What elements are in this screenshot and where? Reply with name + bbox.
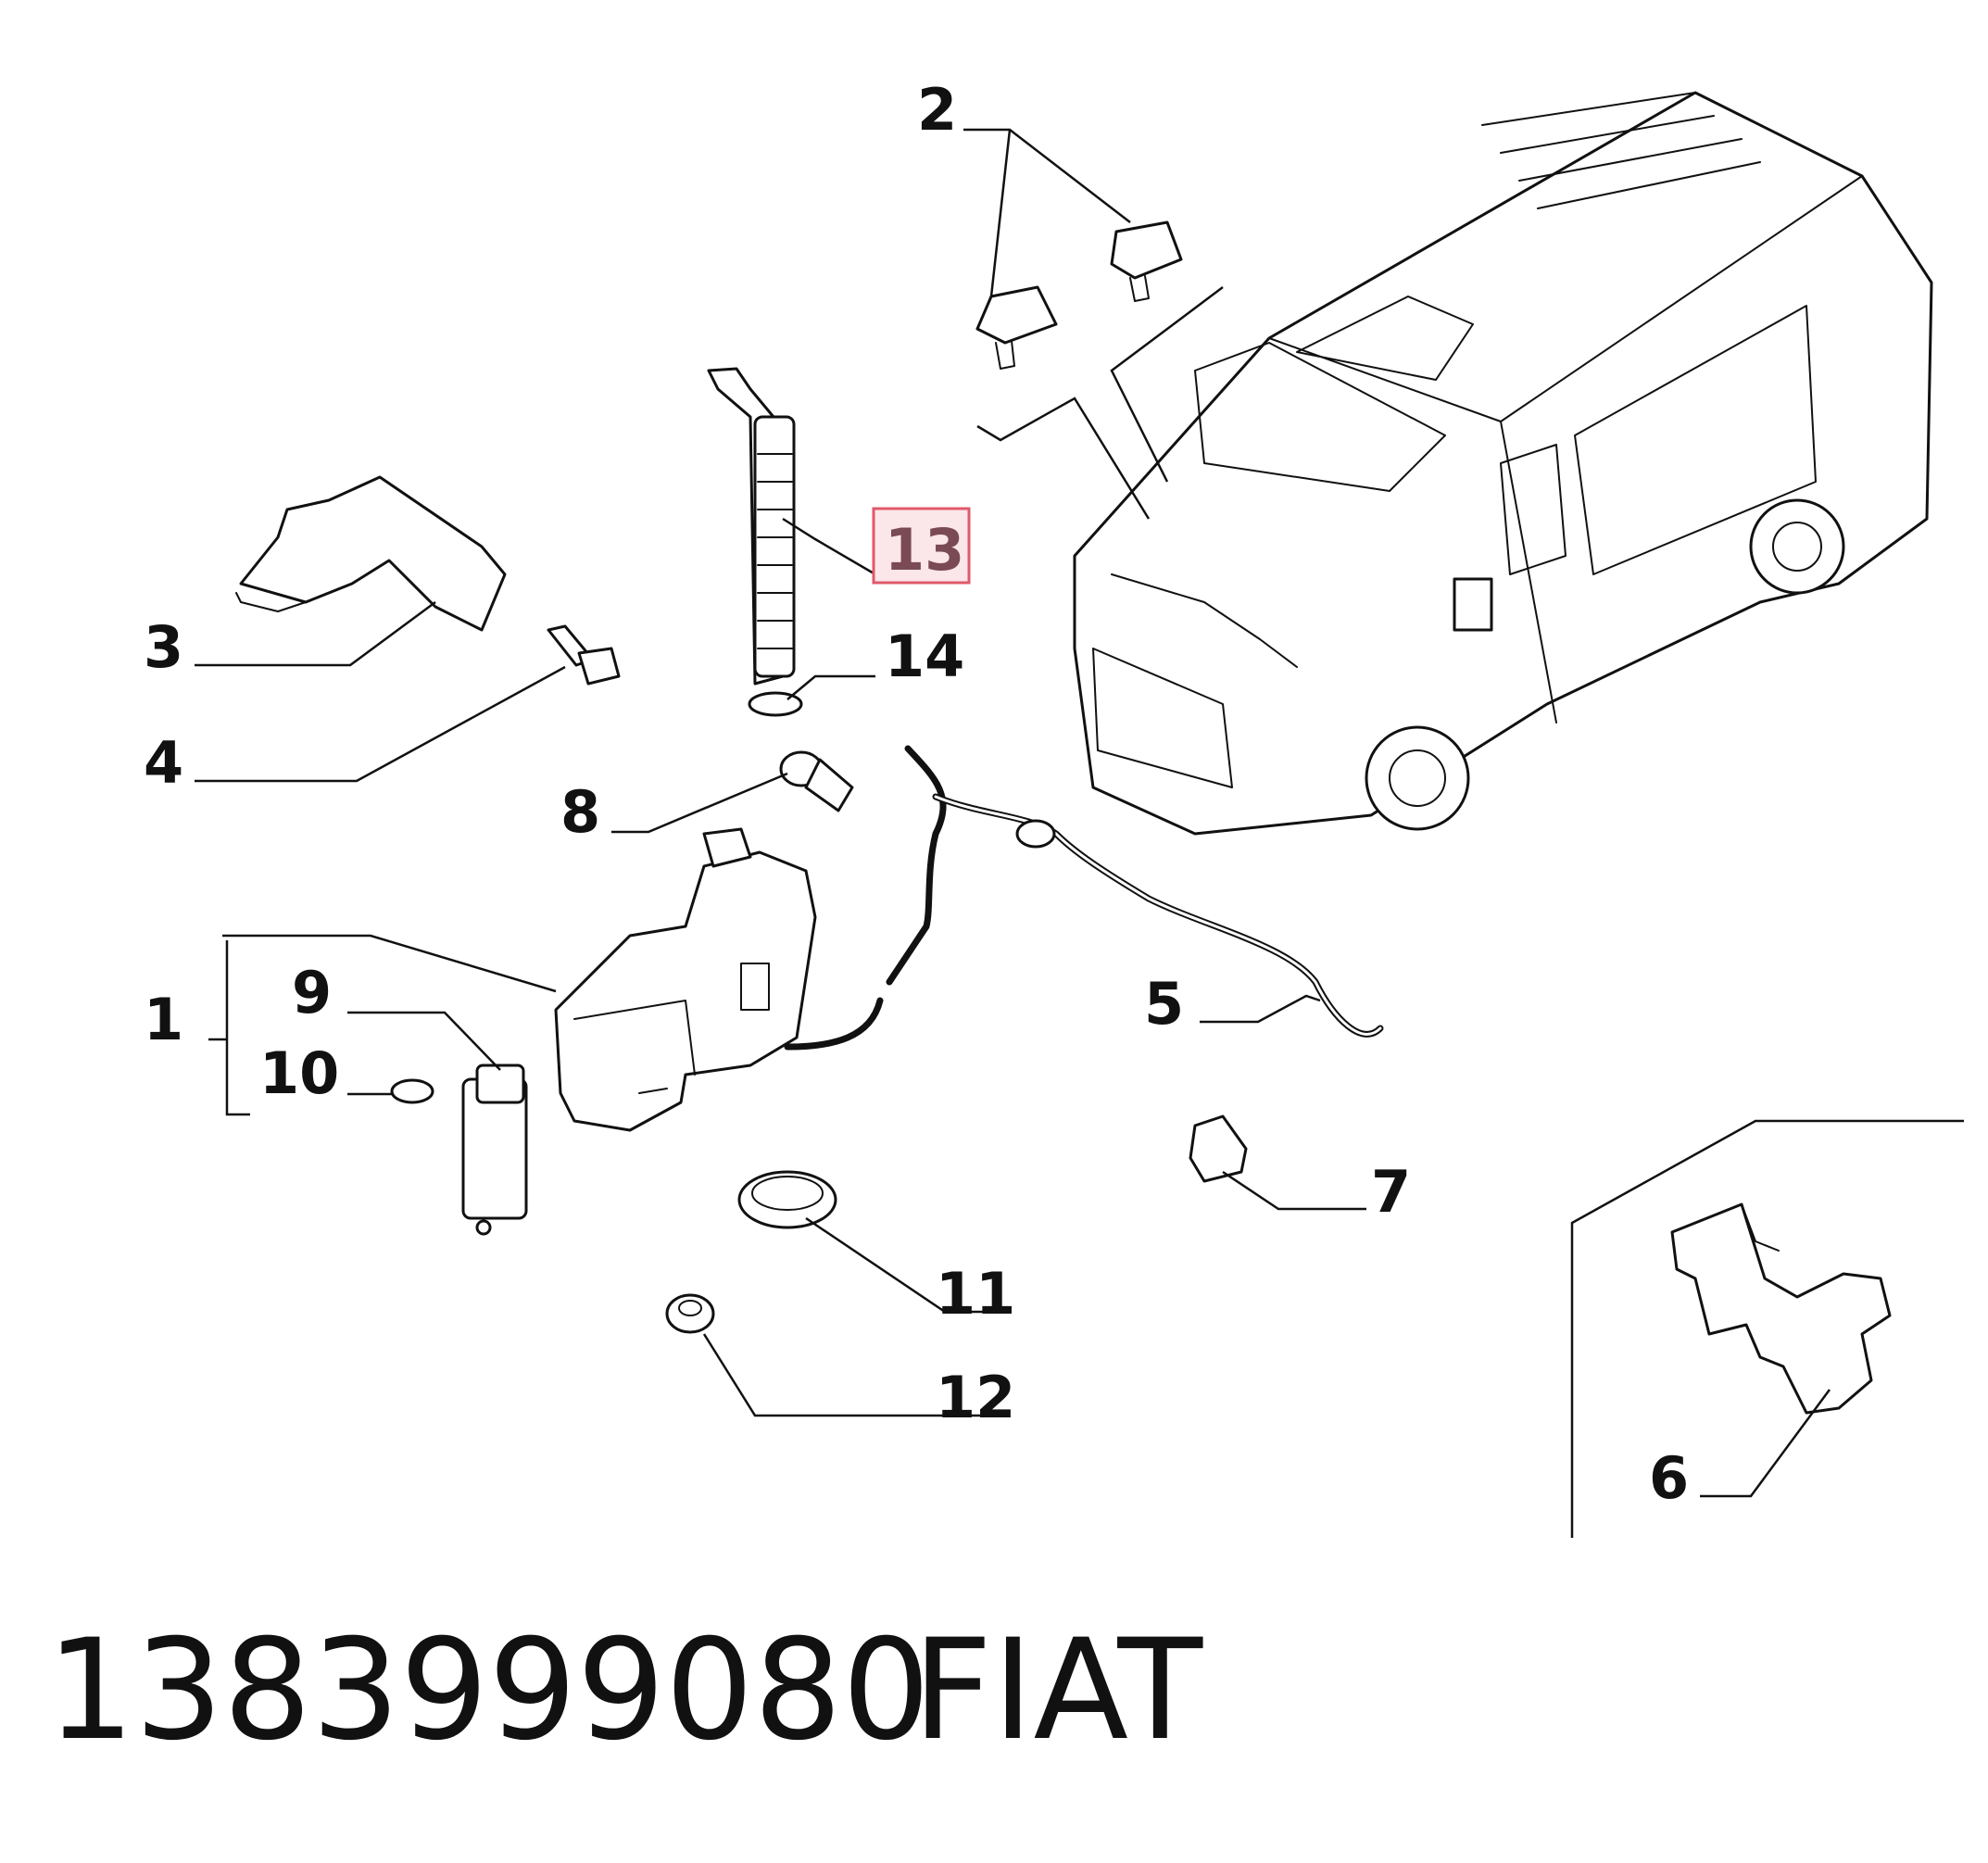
part-5-hose [784,745,1384,1051]
part-14-o-ring [748,691,803,717]
callout-4: 4 [144,729,183,797]
part-8-sensor [779,750,854,812]
part-10-grommet [390,1078,434,1104]
brand-name: FIAT [912,1610,1203,1771]
callout-13: 13 [885,516,964,584]
callout-2: 2 [917,76,957,144]
part-3-bracket [235,475,507,632]
part-1-reservoir [554,827,817,1132]
part-13-filler-neck [707,367,796,686]
callout-8: 8 [560,778,600,846]
callout-11: 11 [936,1260,1015,1328]
callout-6: 6 [1649,1444,1689,1512]
part-7-clip [1189,1114,1248,1183]
callout-12: 12 [936,1364,1015,1431]
part-9-pump [461,1064,528,1236]
callout-1: 1 [144,986,183,1053]
parts-diagram: 2 3 4 13 14 8 1 9 10 5 7 11 12 6 [144,76,1964,1538]
callout-5: 5 [1144,970,1184,1038]
van-illustration [1073,91,1933,836]
highlight-box-13 [872,507,971,585]
part-11-cap [737,1170,837,1229]
callout-9: 9 [292,959,332,1026]
part-2-nozzles [963,128,1224,520]
leader-lines [195,517,1831,1498]
callout-10: 10 [259,1039,339,1107]
callout-7: 7 [1371,1158,1411,1226]
part-number: 1383999080 [46,1610,931,1771]
callout-14: 14 [885,623,964,690]
part-4-bolt [547,624,621,686]
part-6-clip [1570,1119,1964,1538]
part-12-grommet [665,1293,715,1334]
callout-3: 3 [144,613,183,681]
